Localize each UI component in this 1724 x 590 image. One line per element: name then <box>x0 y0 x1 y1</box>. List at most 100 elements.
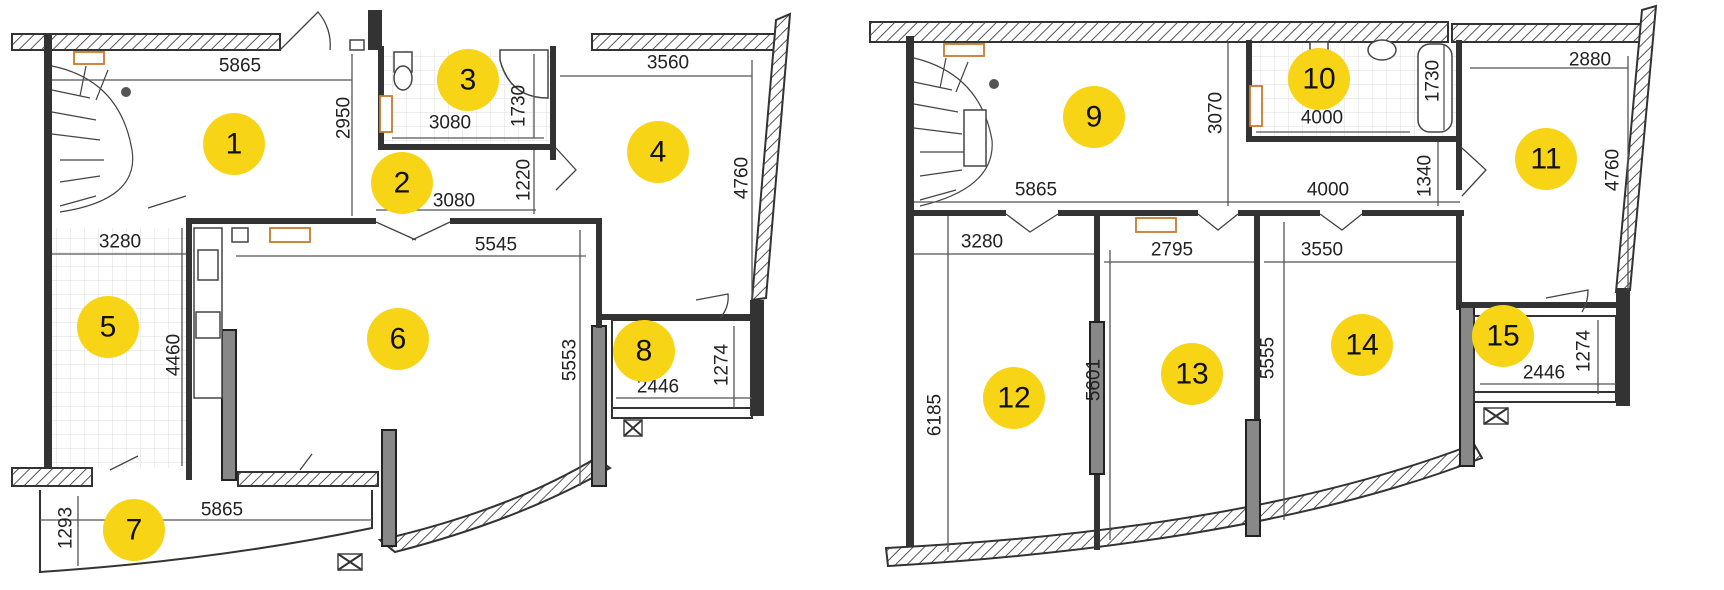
dim-2795: 2795 <box>1151 240 1193 261</box>
room-9-badge: 9 <box>1063 86 1125 148</box>
room-3-label: 3 <box>460 64 477 97</box>
radiator-room13 <box>1135 217 1177 233</box>
dim-3550: 3550 <box>1301 240 1343 261</box>
dim-3280-a: 3280 <box>99 232 141 253</box>
dim-5553: 5553 <box>560 339 581 381</box>
stair-post <box>121 87 131 97</box>
wall-bath-right-left <box>1246 40 1252 140</box>
wall-room4-bottom <box>600 314 756 320</box>
pillar-room14 <box>1459 305 1475 467</box>
room-1-label: 1 <box>226 128 243 161</box>
dim-4460: 4460 <box>164 334 185 376</box>
room-6-label: 6 <box>390 323 407 356</box>
wall-room15-right <box>1616 288 1630 406</box>
wall-hall-south-right-4 <box>1362 210 1464 216</box>
dim-2446-b: 2446 <box>1523 363 1565 384</box>
wall-curved-east <box>750 12 792 302</box>
radiator-room6 <box>269 227 311 243</box>
stair-post-right <box>989 79 999 89</box>
wall-top-right <box>591 33 785 51</box>
dim-3560: 3560 <box>647 53 689 74</box>
dim-1293: 1293 <box>56 507 77 549</box>
wall-curved-south <box>377 456 612 554</box>
room-7-badge: 7 <box>103 499 165 561</box>
wall-bath-right-bottom <box>1246 136 1460 142</box>
room-4-label: 4 <box>650 136 667 169</box>
dim-5865-a: 5865 <box>219 56 261 77</box>
room-13-label: 13 <box>1175 358 1208 391</box>
pillar-room6-right <box>591 325 607 487</box>
balcony8-outline <box>611 319 753 419</box>
pillar-room13 <box>1245 419 1261 537</box>
dim-5545: 5545 <box>475 235 517 256</box>
dim-1274-a: 1274 <box>712 343 733 386</box>
room-2-label: 2 <box>394 167 411 200</box>
room-3-badge: 3 <box>437 49 499 111</box>
room-15-badge: 15 <box>1472 305 1534 367</box>
dim-2880: 2880 <box>1569 50 1611 71</box>
room-5-circle <box>77 296 139 358</box>
wall-room8-right <box>750 300 764 416</box>
stair-landing <box>963 109 987 167</box>
room-6-badge: 6 <box>367 308 429 370</box>
dim-1340: 1340 <box>1415 155 1436 197</box>
room-9-circle <box>1063 86 1125 148</box>
room-14-label: 14 <box>1345 329 1378 362</box>
room-15-label: 15 <box>1486 320 1519 353</box>
dim-1730-a: 1730 <box>509 85 530 127</box>
room-8-circle <box>613 320 675 382</box>
dim-5555: 5555 <box>1258 337 1279 379</box>
room-4-circle <box>627 121 689 183</box>
right-floor-plan <box>869 4 1658 568</box>
room-14-badge: 14 <box>1331 314 1393 376</box>
wall-room11-bottom <box>1460 302 1628 308</box>
pillar-kitchen <box>221 329 237 481</box>
wall-bottom-left <box>11 467 93 487</box>
dim-4000-a: 4000 <box>1301 108 1343 129</box>
wall-room6-right <box>596 218 602 328</box>
kitchen-cabinet <box>231 227 249 243</box>
kitchen-stove <box>195 311 221 339</box>
dim-1730-b: 1730 <box>1423 60 1444 102</box>
wall-bottom-mid <box>237 471 379 487</box>
room-12-badge: 12 <box>983 367 1045 429</box>
towel-rail <box>379 95 393 133</box>
room-14-circle <box>1331 314 1393 376</box>
room-12-circle <box>983 367 1045 429</box>
towel-rail-right <box>1249 85 1263 127</box>
room-11-label: 11 <box>1530 143 1561 176</box>
dim-5601: 5601 <box>1084 359 1105 401</box>
room-7-label: 7 <box>126 514 143 547</box>
left-floor-plan <box>11 10 792 574</box>
room-11-badge: 11 <box>1515 128 1577 190</box>
toilet-bowl <box>393 65 413 91</box>
pillar-room12 <box>1089 321 1105 475</box>
sink-right <box>1367 39 1397 61</box>
radiator-room9 <box>943 43 985 57</box>
wall-room14-right <box>1456 210 1462 310</box>
wall-hall-south-right-3 <box>1238 210 1320 216</box>
dim-2950: 2950 <box>334 97 355 139</box>
room-5-badge: 5 <box>77 296 139 358</box>
wall-kitchen-right <box>186 218 192 480</box>
room-15-circle <box>1472 305 1534 367</box>
room-10-label: 10 <box>1302 63 1335 96</box>
room-11-circle <box>1515 128 1577 190</box>
wall-hall-south-right-2 <box>1058 210 1198 216</box>
room-3-circle <box>437 49 499 111</box>
room-10-circle <box>1288 48 1350 110</box>
pillar-room6-left <box>381 429 397 547</box>
dim-5865-b: 5865 <box>201 500 243 521</box>
dim-3070: 3070 <box>1206 92 1227 134</box>
dim-1274-b: 1274 <box>1574 329 1595 372</box>
dim-4760-a: 4760 <box>732 157 753 199</box>
wall-stub-top <box>368 10 382 50</box>
wall-left <box>44 34 52 480</box>
staircase-left <box>51 51 134 213</box>
shower-tray <box>499 49 549 99</box>
wall-left-right-apt <box>906 36 914 562</box>
bathroom-left-fixtures <box>379 49 549 133</box>
wall-top-right-apt-2 <box>1451 23 1649 43</box>
